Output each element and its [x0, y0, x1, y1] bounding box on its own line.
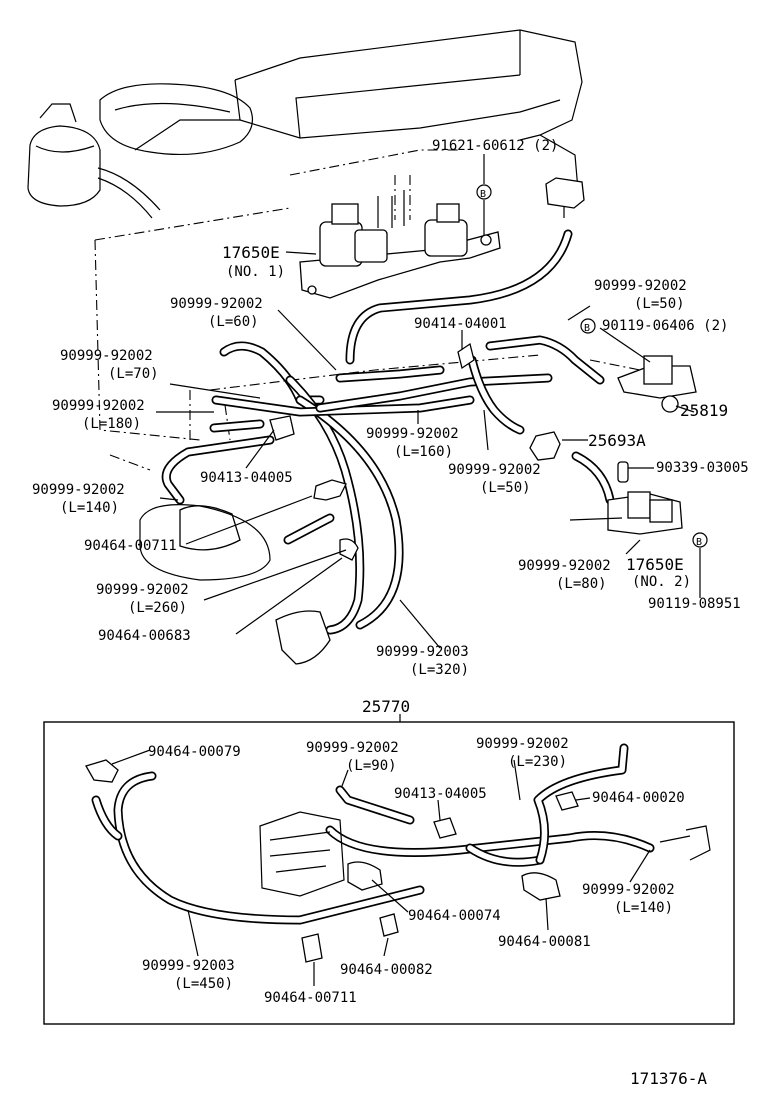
label-hose-l60-len: (L=60): [208, 314, 259, 330]
kit-25770-frame: [43, 721, 735, 1025]
label-90464-00081: 90464-00081: [498, 934, 591, 950]
label-90464-00683: 90464-00683: [98, 628, 191, 644]
label-hose-l70-len: (L=70): [108, 366, 159, 382]
label-hose-l260-pn: 90999-92002: [96, 582, 189, 598]
label-hose-l160-pn: 90999-92002: [366, 426, 459, 442]
label-hose-l140-len: (L=140): [60, 500, 119, 516]
label-kit-l90-len: (L=90): [346, 758, 397, 774]
label-90464-00711-top: 90464-00711: [84, 538, 177, 554]
label-no1: (NO. 1): [226, 264, 285, 280]
label-91621-60612: 91621-60612 (2): [432, 138, 558, 154]
label-hose-l320-len: (L=320): [410, 662, 469, 678]
label-90119-08951: 90119-08951: [648, 596, 741, 612]
label-90464-00074: 90464-00074: [408, 908, 501, 924]
upper-small-parts: [139, 342, 629, 665]
kit-hoses: [91, 743, 655, 925]
label-hose-l260-len: (L=260): [128, 600, 187, 616]
label-hose-l50a-pn: 90999-92002: [594, 278, 687, 294]
vsv-25819-assembly: [617, 355, 697, 413]
label-90464-00079: 90464-00079: [148, 744, 241, 760]
label-kit-l230-len: (L=230): [508, 754, 567, 770]
vsv-no1-assembly: [299, 190, 501, 299]
label-hose-l60-pn: 90999-92002: [170, 296, 263, 312]
assembly-dashed-lines: [94, 149, 641, 471]
svg-text:B: B: [480, 189, 486, 200]
label-25819: 25819: [680, 401, 728, 420]
label-90464-00082: 90464-00082: [340, 962, 433, 978]
label-hose-l320-pn: 90999-92003: [376, 644, 469, 660]
vsv-no2-assembly: [607, 491, 683, 535]
label-hose-l160-len: (L=160): [394, 444, 453, 460]
label-hose-l180-pn: 90999-92002: [52, 398, 145, 414]
label-hose-l50b-len: (L=50): [480, 480, 531, 496]
label-kit-l230-pn: 90999-92002: [476, 736, 569, 752]
label-90464-00020: 90464-00020: [592, 790, 685, 806]
bolt-marker-b-2: B: [580, 318, 596, 334]
label-90119-06406: 90119-06406 (2): [602, 318, 728, 334]
svg-text:B: B: [696, 537, 702, 548]
label-hose-l50b-pn: 90999-92002: [448, 462, 541, 478]
label-hose-l80-pn: 90999-92002: [518, 558, 611, 574]
label-25770: 25770: [362, 697, 410, 716]
part-labels: 91621-60612 (2) 17650E (NO. 1) 90999-920…: [32, 138, 749, 1088]
label-hose-l80-len: (L=80): [556, 576, 607, 592]
label-no2: (NO. 2): [632, 574, 691, 590]
label-hose-l70-pn: 90999-92002: [60, 348, 153, 364]
label-kit-l450-pn: 90999-92003: [142, 958, 235, 974]
label-25693a: 25693A: [588, 431, 646, 450]
label-hose-l50a-len: (L=50): [634, 296, 685, 312]
label-kit-l90-pn: 90999-92002: [306, 740, 399, 756]
label-kit-l450-len: (L=450): [174, 976, 233, 992]
label-hose-l180-len: (L=180): [82, 416, 141, 432]
engine-outline: [27, 29, 583, 219]
label-90413-04005-kit: 90413-04005: [394, 786, 487, 802]
leader-lines: [111, 154, 701, 986]
label-kit-l140-len: (L=140): [614, 900, 673, 916]
label-hose-l140-pn: 90999-92002: [32, 482, 125, 498]
label-90413-04005-top: 90413-04005: [200, 470, 293, 486]
kit-small-parts: [85, 759, 711, 963]
label-17650e-no2: 17650E: [626, 555, 684, 574]
vacuum-filter-top: [545, 177, 585, 218]
label-90339-03005: 90339-03005: [656, 460, 749, 476]
label-90414-04001: 90414-04001: [414, 316, 507, 332]
label-90464-00711-kit: 90464-00711: [264, 990, 357, 1006]
upper-hoses: [161, 229, 615, 635]
label-17650e-no1: 17650E: [222, 243, 280, 262]
bolt-marker-b-1: B: [476, 184, 492, 200]
bolt-marker-b-3: B: [692, 532, 708, 548]
svg-text:B: B: [584, 323, 590, 334]
label-kit-l140-pn: 90999-92002: [582, 882, 675, 898]
diagram-reference-number: 171376-A: [630, 1069, 707, 1088]
